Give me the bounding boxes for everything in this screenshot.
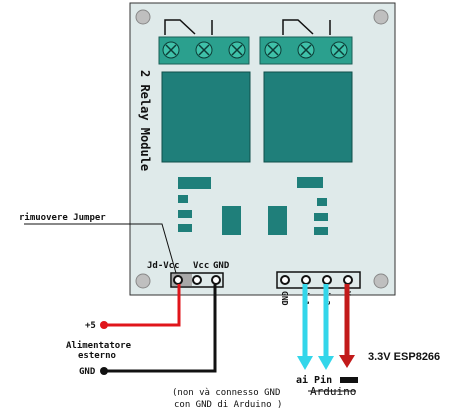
jumper-callout-line bbox=[24, 223, 177, 274]
header-pin-icon bbox=[192, 275, 202, 285]
header-pin-icon bbox=[343, 275, 353, 285]
red-wire-plus5 bbox=[104, 284, 181, 327]
relay-1 bbox=[161, 71, 251, 163]
smd-component bbox=[178, 195, 188, 203]
smd-component bbox=[314, 227, 328, 235]
smd-component bbox=[178, 177, 211, 189]
header-pin-icon bbox=[301, 275, 311, 285]
transistor bbox=[268, 206, 287, 235]
terminal-block-2 bbox=[259, 36, 353, 65]
mounting-hole-icon bbox=[135, 273, 151, 289]
header-pin-icon bbox=[280, 275, 290, 285]
smd-component bbox=[178, 224, 192, 232]
arrow-vcc-head bbox=[339, 355, 355, 368]
scribble-mark bbox=[340, 377, 358, 383]
mounting-hole-icon bbox=[373, 273, 389, 289]
pin-label-vcc: Vcc bbox=[193, 261, 209, 271]
arrow-in1-head bbox=[297, 356, 313, 370]
jumper-header bbox=[170, 272, 224, 288]
smd-component bbox=[317, 198, 327, 206]
pin-label-gnd: GND bbox=[213, 261, 230, 271]
relay2-contact-symbol bbox=[282, 19, 331, 35]
io-header bbox=[276, 271, 361, 289]
supply-plus-label: +5 bbox=[85, 321, 96, 331]
transistor bbox=[222, 206, 241, 235]
arrow-in2-head bbox=[318, 356, 334, 370]
pin-label-jd-vcc: Jd-Vcc bbox=[147, 261, 180, 271]
black-wire-gnd bbox=[104, 284, 217, 373]
module-label: 2 Relay Module bbox=[138, 70, 152, 171]
jumper-note: rimuovere Jumper bbox=[19, 212, 106, 223]
red-wire-endpoint bbox=[100, 321, 108, 329]
header-pin-icon bbox=[322, 275, 332, 285]
header-pin-icon bbox=[211, 275, 221, 285]
relay1-contact-symbol bbox=[164, 19, 213, 35]
header-pin-icon bbox=[173, 275, 183, 285]
supply-label-line1: Alimentatore bbox=[66, 340, 132, 351]
mounting-hole-icon bbox=[373, 9, 389, 25]
smd-component bbox=[314, 213, 328, 221]
supply-gnd-label: GND bbox=[79, 367, 96, 377]
esp-label: 3.3V ESP8266 bbox=[368, 351, 440, 363]
relay-2 bbox=[263, 71, 353, 163]
smd-component bbox=[297, 177, 323, 188]
terminal-block-1 bbox=[158, 36, 250, 65]
supply-label-line2: esterno bbox=[78, 351, 116, 361]
gnd-note-line1: (non và connesso GND bbox=[172, 388, 280, 398]
pin-label: ai Pin bbox=[296, 374, 332, 386]
smd-component bbox=[178, 210, 192, 218]
black-wire-endpoint bbox=[100, 367, 108, 375]
mounting-hole-icon bbox=[135, 9, 151, 25]
gnd-note-line2: con GND di Arduino ) bbox=[174, 400, 282, 410]
pin-label-gnd-side: GND bbox=[280, 291, 289, 306]
